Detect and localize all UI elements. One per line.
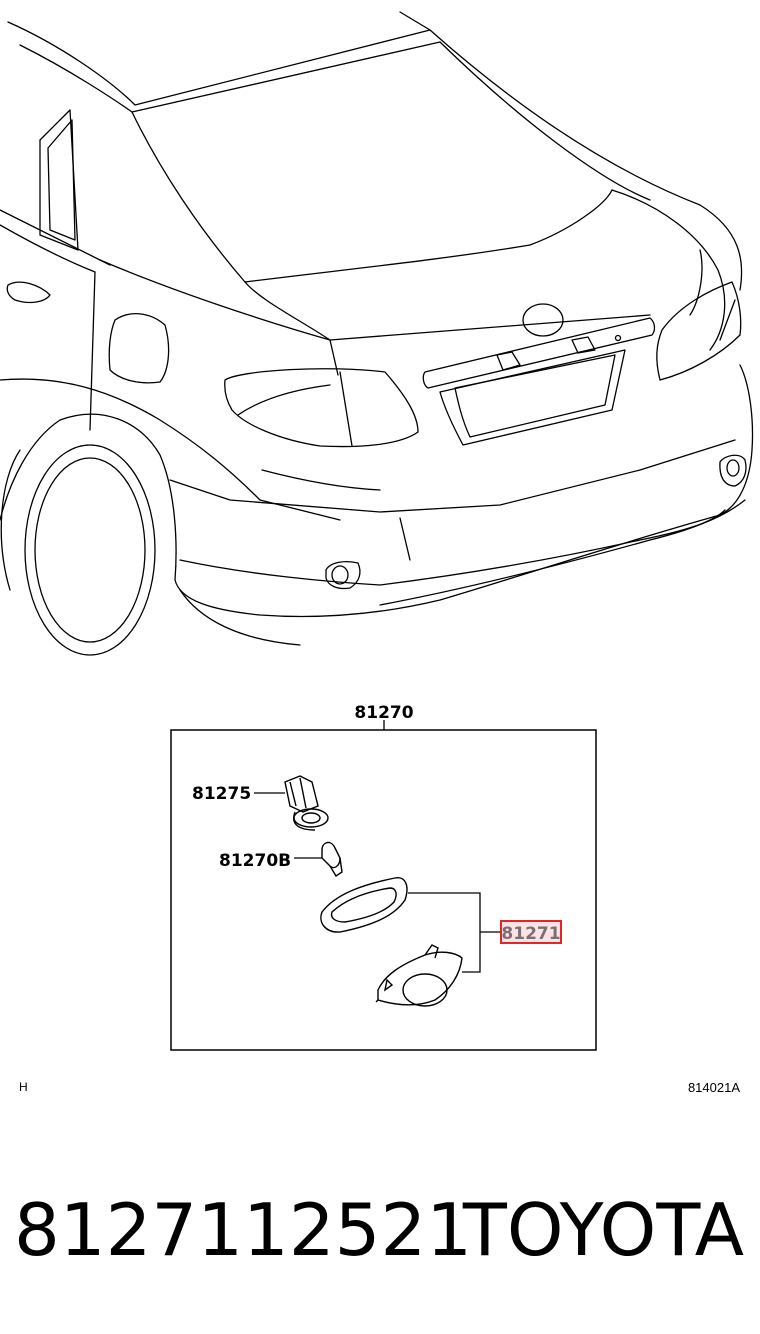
brand-name: TOYOTA [462, 1188, 744, 1272]
bulb-part [321, 841, 343, 877]
car-rear-illustration [0, 11, 754, 656]
label-81270: 81270 [354, 703, 413, 723]
socket-part [284, 775, 329, 831]
lens-part [375, 944, 463, 1007]
part-number: 8127112521 [14, 1188, 473, 1272]
parts-diagram: 81270 81275 81270B 81271 [0, 11, 754, 1051]
reference-code: 814021A [687, 1080, 740, 1095]
gasket-part [320, 877, 408, 933]
label-81271: 81271 [501, 924, 560, 944]
lens-bracket-leader [408, 892, 502, 973]
label-81275: 81275 [192, 784, 251, 804]
label-81270B: 81270B [219, 851, 291, 871]
corner-code: H [19, 1080, 28, 1094]
highlight-box [500, 920, 562, 944]
